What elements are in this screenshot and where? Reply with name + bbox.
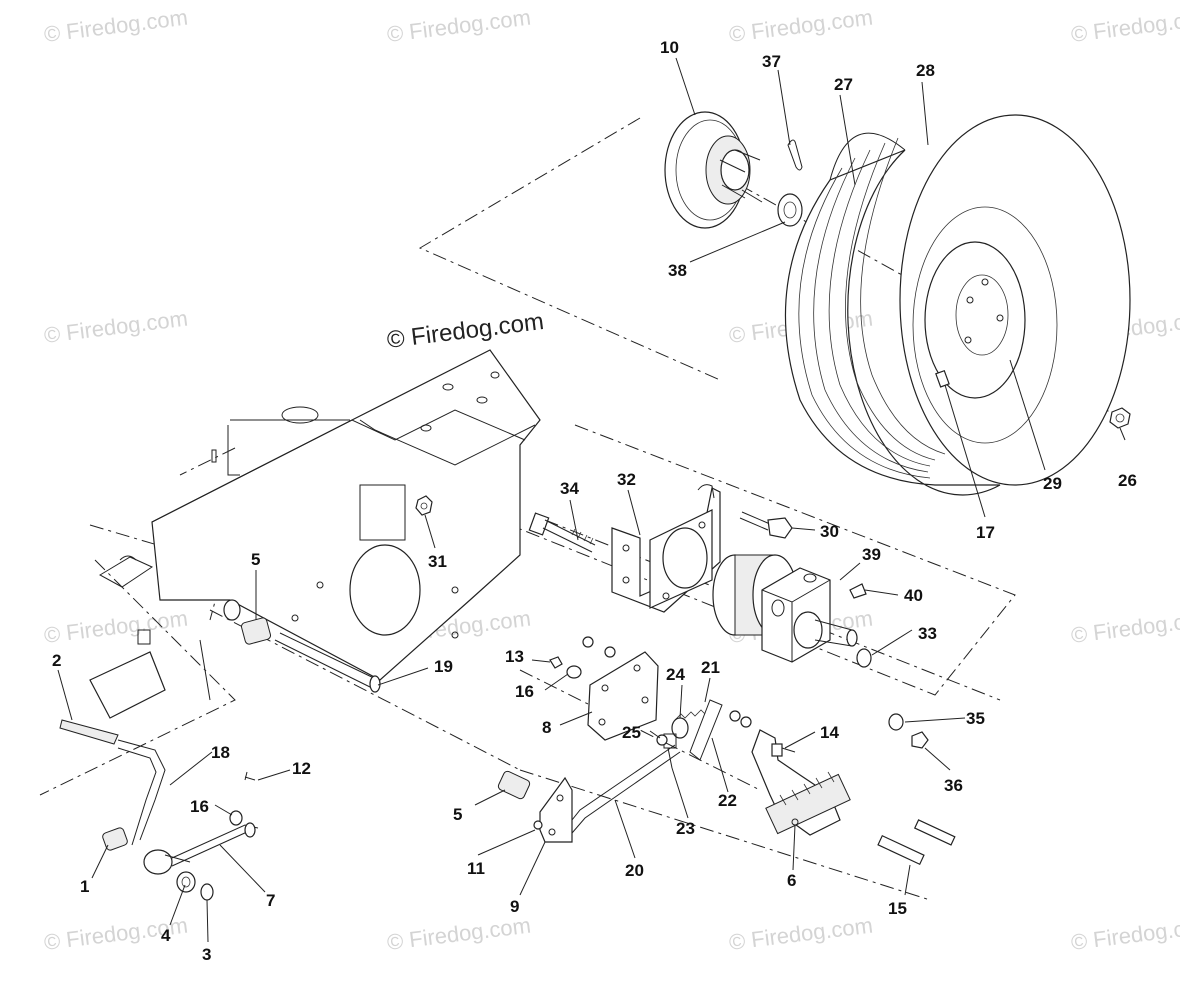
brake-disc-hub: [664, 111, 763, 229]
part-label-39: 39: [862, 545, 881, 564]
part-label-12: 12: [292, 759, 311, 778]
washer-small: [229, 810, 243, 826]
part-label-36: 36: [944, 776, 963, 795]
part-label-1: 1: [80, 877, 89, 896]
part-label-6: 6: [787, 871, 796, 890]
watermark: © Firedog.com: [1070, 606, 1180, 648]
part-label-28: 28: [916, 61, 935, 80]
brake-lever: [539, 776, 573, 843]
caliper-nut: [911, 731, 929, 749]
bushing-lower: [102, 827, 128, 851]
part-label-10: 10: [660, 38, 679, 57]
part-label-11: 11: [467, 859, 485, 878]
watermark: © Firedog.com: [386, 5, 533, 47]
retaining-clip: [200, 883, 214, 901]
part-label-8: 8: [542, 718, 551, 737]
motor-mount-bracket: [611, 484, 721, 613]
mounting-bolt-long: [528, 512, 596, 553]
leader-lines: [57, 57, 1126, 943]
watermark: © Firedog.com: [43, 5, 190, 47]
part-label-16: 16: [515, 682, 534, 701]
wheel-tire: [784, 114, 1131, 496]
part-label-29: 29: [1043, 474, 1062, 493]
brake-pedal-arm: [59, 719, 191, 875]
frame-nut: [415, 495, 433, 516]
watermark: © Firedog.com: [728, 913, 875, 955]
part-label-33: 33: [918, 624, 937, 643]
castle-nut: [777, 193, 803, 227]
lever-pin: [533, 820, 543, 830]
shaft-key: [849, 583, 867, 599]
part-label-34: 34: [560, 479, 579, 498]
part-label-9: 9: [510, 897, 519, 916]
part-label-5: 5: [453, 805, 462, 824]
pin: [244, 771, 256, 781]
mounting-bolt-short: [739, 511, 793, 539]
part-label-30: 30: [820, 522, 839, 541]
part-label-22: 22: [718, 791, 737, 810]
linkage-pin: [667, 747, 673, 769]
main-watermark: © Firedog.com: [385, 308, 545, 354]
part-label-18: 18: [211, 743, 230, 762]
part-label-3: 3: [202, 945, 211, 964]
watermark: © Firedog.com: [43, 306, 190, 348]
watermark: © Firedog.com: [1070, 913, 1180, 955]
wheel-motor: [712, 554, 858, 663]
part-label-20: 20: [625, 861, 644, 880]
part-label-17: 17: [976, 523, 995, 542]
wheel-nut: [1109, 407, 1131, 429]
plate-nut: [549, 636, 616, 669]
linkage-rod: [559, 744, 681, 841]
part-number-labels: 10 37 27 28 38 26 29 17 30 34 32 39 40 3…: [52, 38, 1137, 964]
part-label-27: 27: [834, 75, 853, 94]
watermark: © Firedog.com: [43, 606, 190, 648]
part-label-13: 13: [505, 647, 524, 666]
caliper-mount-bolts: [877, 819, 956, 866]
part-label-23: 23: [676, 819, 695, 838]
caliper-bolt: [771, 743, 796, 757]
frame-chassis: [98, 349, 541, 681]
caliper-washer: [888, 713, 904, 731]
plate-washer: [566, 665, 582, 679]
linkage-nuts: [729, 710, 752, 728]
pedal-shaft: [274, 632, 381, 693]
motor-washer: [856, 648, 872, 668]
part-label-31: 31: [428, 552, 447, 571]
part-label-14: 14: [820, 723, 839, 742]
part-label-19: 19: [434, 657, 453, 676]
part-label-35: 35: [966, 709, 985, 728]
washer: [176, 871, 196, 893]
part-label-5: 5: [251, 550, 260, 569]
part-label-37: 37: [762, 52, 781, 71]
pedal-bracket: [89, 629, 211, 719]
part-label-38: 38: [668, 261, 687, 280]
part-label-26: 26: [1118, 471, 1137, 490]
part-label-15: 15: [888, 899, 907, 918]
part-label-24: 24: [666, 665, 685, 684]
bushing-upper: [223, 599, 272, 645]
brake-caliper: [751, 729, 851, 836]
bushing-lever: [497, 770, 531, 800]
watermark: © Firedog.com: [728, 5, 875, 47]
mounting-plate: [587, 651, 659, 741]
watermark: © Firedog.com: [386, 913, 533, 955]
part-label-21: 21: [701, 658, 720, 677]
brake-rod: [171, 822, 259, 867]
cotter-pin: [787, 139, 803, 171]
part-label-16: 16: [190, 797, 209, 816]
part-label-25: 25: [622, 723, 641, 742]
part-label-7: 7: [266, 891, 275, 910]
part-label-40: 40: [904, 586, 923, 605]
watermark: © Firedog.com: [1070, 5, 1180, 47]
part-label-4: 4: [161, 926, 171, 945]
part-label-2: 2: [52, 651, 61, 670]
part-label-32: 32: [617, 470, 636, 489]
